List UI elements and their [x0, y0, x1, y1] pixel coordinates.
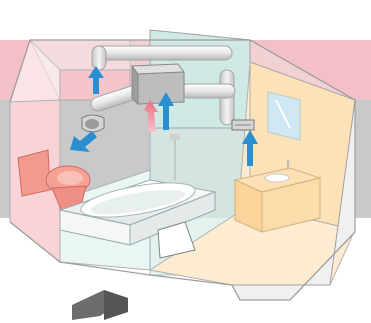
duct-branch-top — [92, 46, 232, 60]
duct-drop-left — [92, 46, 106, 70]
exhaust-outlet-arrow — [72, 290, 128, 320]
intake-grille-right — [232, 120, 254, 130]
central-fan-unit — [132, 64, 184, 104]
intake-grille-left — [82, 115, 104, 132]
duct-to-right — [180, 84, 235, 98]
mirror — [268, 92, 300, 140]
